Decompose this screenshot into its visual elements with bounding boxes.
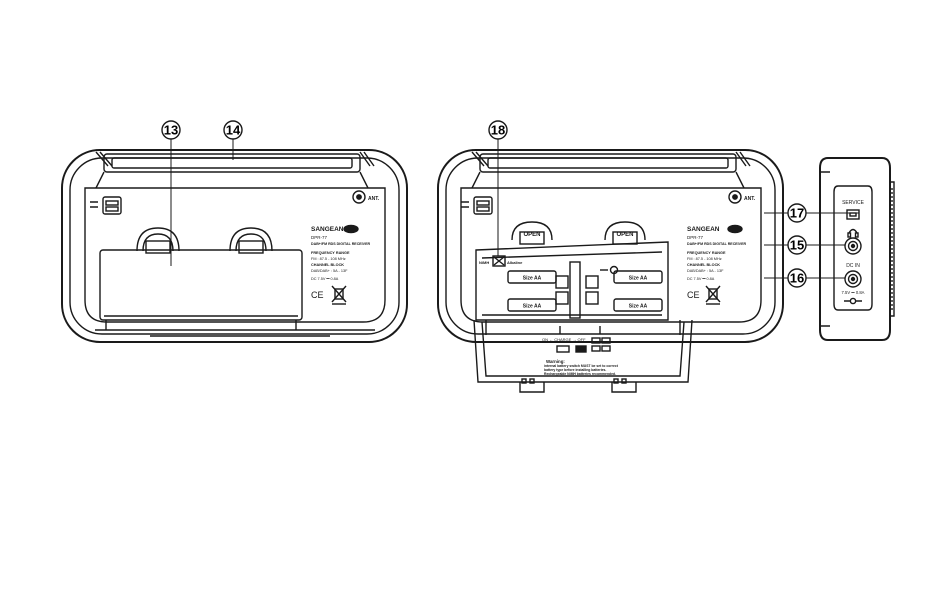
antenna-rod xyxy=(95,151,375,189)
open-label-left: OPEN xyxy=(523,232,540,238)
callout-leaders xyxy=(170,139,859,279)
nimh-label: NiMH xyxy=(479,260,489,265)
battery-cover-closed xyxy=(99,249,303,330)
right-freq-value: FM : 87.5 - 108 MHz xyxy=(687,257,722,261)
left-model: DPR-77 xyxy=(311,235,328,240)
side-view xyxy=(819,157,895,341)
battery-label-2: Size AA xyxy=(523,304,542,310)
right-ce-mark: CE xyxy=(687,290,700,300)
left-channel-title: CHANNEL BLOCK xyxy=(311,263,344,267)
callout-16: 16 xyxy=(787,268,807,288)
lock-switch xyxy=(461,196,493,215)
callout-17-label: 17 xyxy=(790,206,804,221)
dab-logo-icon xyxy=(343,224,359,234)
right-dc-value: DC 7.5V ⎓ 0.8A xyxy=(687,277,715,281)
battery-label-4: Size AA xyxy=(629,304,648,310)
left-radio xyxy=(61,149,408,343)
left-dc-value: DC 7.5V ⎓ 0.8A xyxy=(311,277,339,281)
left-freq-value: FM : 87.5 - 108 MHz xyxy=(311,257,346,261)
callout-13-label: 13 xyxy=(164,123,178,138)
right-channel-title: CHANNEL BLOCK xyxy=(687,263,720,267)
headphone-jack xyxy=(844,228,862,255)
weee-bin-icon xyxy=(705,285,721,305)
weee-bin-icon xyxy=(331,285,347,305)
dc-in-value: 7.5V ⎓ 0.8A xyxy=(842,290,865,295)
left-description: DAB+/FM RDS DIGITAL RECEIVER xyxy=(311,242,370,246)
antenna-rod-right xyxy=(471,151,751,189)
callout-16-label: 16 xyxy=(790,271,804,286)
battery-door-open xyxy=(473,319,693,393)
charge-label: ON ← CHARGE → OFF xyxy=(542,337,586,342)
left-radio-labels: ANT. SANGEAN DPR-77 DAB+/FM RDS DIGITAL … xyxy=(311,196,380,300)
warning-title: Warning: xyxy=(546,359,565,364)
alkaline-label: Alkaline xyxy=(507,260,523,265)
battery-label-1: Size AA xyxy=(523,276,542,282)
right-radio-labels: ANT. SANGEAN DPR-77 DAB+/FM RDS DIGITAL … xyxy=(479,196,756,377)
open-label-right: OPEN xyxy=(616,232,633,238)
right-radio xyxy=(437,149,784,393)
battery-cell xyxy=(613,298,663,312)
left-brand: SANGEAN xyxy=(311,226,344,233)
antenna-socket-icon xyxy=(728,190,742,204)
left-channel-value: DAB/DAB+ : 5A - 13F xyxy=(311,269,348,273)
lock-switch xyxy=(90,196,122,215)
callout-18-label: 18 xyxy=(491,123,505,138)
left-antenna-label: ANT. xyxy=(368,196,380,202)
dab-logo-icon xyxy=(727,224,743,234)
right-antenna-label: ANT. xyxy=(744,196,756,202)
battery-cell xyxy=(507,298,557,312)
battery-cell xyxy=(613,270,663,284)
callout-13: 13 xyxy=(161,120,181,140)
side-view-labels: SERVICE DC IN 7.5V ⎓ 0.8A xyxy=(842,200,865,295)
dc-in-label: DC IN xyxy=(846,263,860,269)
callout-14-label: 14 xyxy=(226,123,241,138)
left-ce-mark: CE xyxy=(311,290,324,300)
right-freq-title: FREQUENCY RANGE xyxy=(687,251,726,255)
warning-text: internal battery switch MUST be set to c… xyxy=(544,364,618,377)
right-channel-value: DAB/DAB+ : 5A - 13F xyxy=(687,269,724,273)
battery-label-3: Size AA xyxy=(629,276,648,282)
right-model: DPR-77 xyxy=(687,235,704,240)
service-label: SERVICE xyxy=(842,200,865,206)
callout-14: 14 xyxy=(223,120,243,140)
callout-15: 15 xyxy=(787,235,807,255)
right-brand: SANGEAN xyxy=(687,226,720,233)
callout-17: 17 xyxy=(787,203,807,223)
dc-in-jack xyxy=(844,270,862,305)
callout-15-label: 15 xyxy=(790,238,804,253)
left-freq-title: FREQUENCY RANGE xyxy=(311,251,350,255)
right-description: DAB+/FM RDS DIGITAL RECEIVER xyxy=(687,242,746,246)
battery-compartment xyxy=(475,241,669,321)
callout-18: 18 xyxy=(488,120,508,140)
antenna-socket-icon xyxy=(352,190,366,204)
service-port xyxy=(846,209,860,220)
